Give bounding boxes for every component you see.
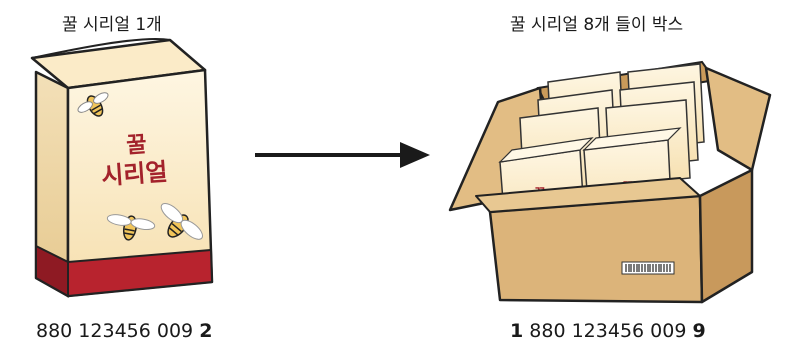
carton-barcode-icon	[621, 261, 675, 275]
arrow-icon	[255, 142, 430, 168]
barcode-prefix-digit: 1	[510, 320, 524, 342]
carton-caption: 꿀 시리얼 8개 들이 박스	[510, 15, 684, 35]
bee-icon	[160, 203, 203, 240]
box-brand-line1: 꿀	[126, 132, 148, 158]
bee-icon	[77, 92, 109, 117]
single-pack-caption: 꿀 시리얼 1개	[62, 15, 162, 35]
carton-box: 꿀 리얼 꿀 리얼	[448, 60, 772, 304]
box-brand-line2: 시리얼	[100, 158, 168, 191]
barcode-check-digit: 2	[199, 320, 213, 342]
bee-icon	[106, 214, 156, 241]
barcode-main-digits: 880 123456 009	[36, 320, 194, 342]
single-cereal-box: 꿀 시리얼	[30, 38, 214, 298]
single-pack-barcode-number: 880 123456 009 2	[36, 320, 212, 342]
barcode-check-digit: 9	[692, 320, 706, 342]
barcode-main-digits: 880 123456 009	[529, 320, 687, 342]
inner-packs: 꿀 리얼 꿀 리얼	[498, 63, 705, 241]
carton-barcode-number: 1 880 123456 009 9	[510, 320, 706, 342]
